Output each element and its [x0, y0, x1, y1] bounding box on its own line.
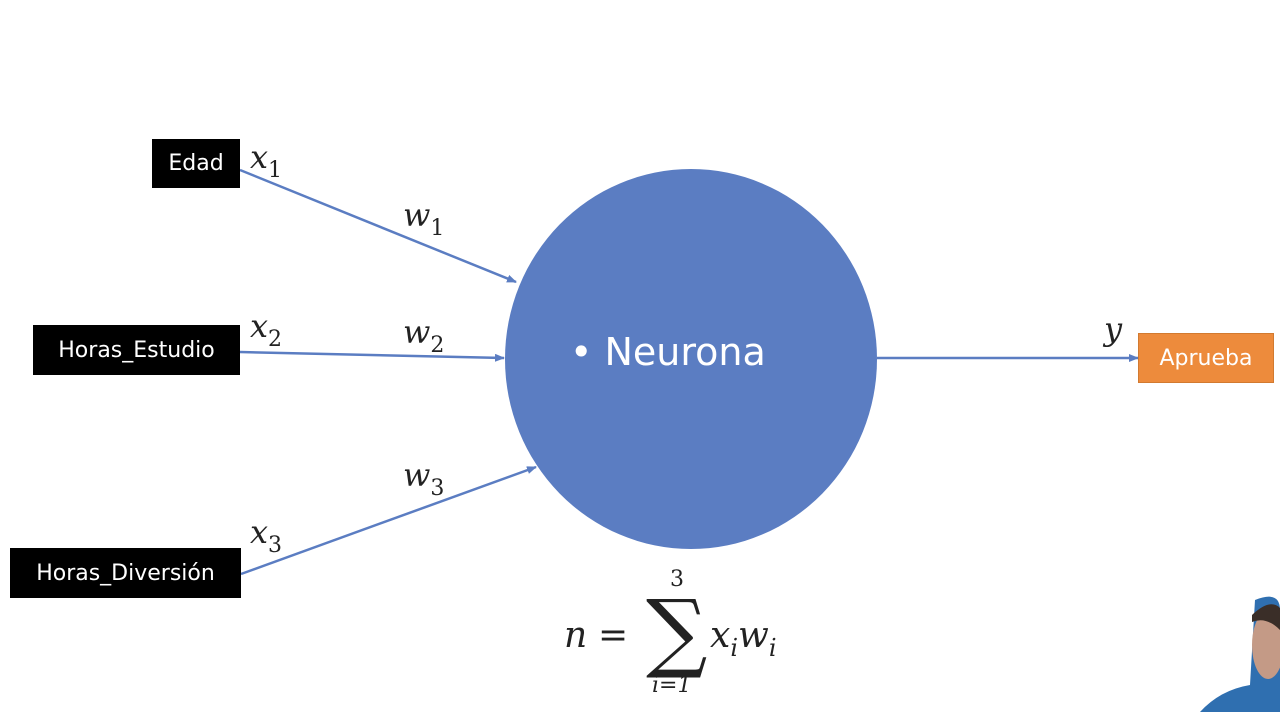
input-horas-estudio: Horas_Estudio [33, 325, 240, 375]
formula-rhs: xiwi [710, 615, 777, 662]
output-aprueba-label: Aprueba [1159, 345, 1253, 371]
arrow-estudio-to-neuron [239, 350, 505, 362]
input-edad: Edad [152, 139, 240, 188]
var-x1: x1 [250, 138, 283, 183]
formula-equals: = [598, 615, 629, 656]
weight-w1: w1 [403, 196, 445, 241]
neuron-label: • Neurona [570, 330, 766, 374]
input-horas-estudio-label: Horas_Estudio [58, 337, 215, 363]
summation-formula: n = 3 ∑ i=1 xiwi [560, 565, 800, 705]
var-y: y [1104, 310, 1123, 348]
input-horas-diversion: Horas_Diversión [10, 548, 241, 598]
presenter-webcam [1200, 590, 1280, 712]
var-x3: x3 [250, 513, 283, 558]
var-x2: x2 [250, 307, 283, 352]
arrow-diversion-to-neuron [240, 465, 537, 576]
neuron-circle [505, 169, 877, 549]
weight-w2: w2 [403, 313, 445, 358]
input-horas-diversion-label: Horas_Diversión [36, 560, 215, 586]
input-edad-label: Edad [168, 151, 224, 176]
arrow-edad-to-neuron [239, 168, 517, 284]
output-aprueba: Aprueba [1138, 333, 1274, 383]
weight-w3: w3 [403, 456, 445, 501]
sigma-symbol: ∑ [646, 582, 708, 682]
formula-lower-limit: i=1 [652, 673, 692, 698]
formula-lhs: n [564, 615, 588, 656]
formula-upper-limit: 3 [670, 567, 684, 592]
presenter-avatar-icon [1200, 596, 1280, 712]
